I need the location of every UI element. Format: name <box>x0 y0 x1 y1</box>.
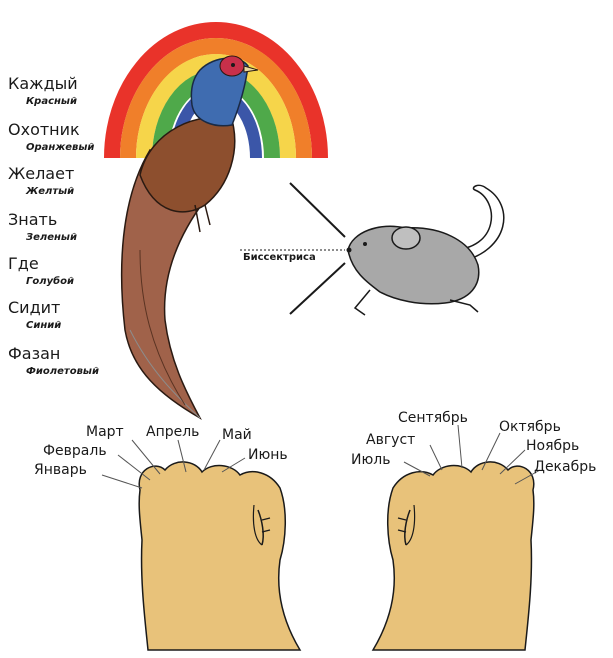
month-november: Ноябрь <box>526 438 579 454</box>
mnemonic-word-5: Где <box>8 254 39 273</box>
mnemonic-color-7: Фиолетовый <box>26 366 99 377</box>
month-august: Август <box>366 432 415 448</box>
month-april: Апрель <box>146 424 199 440</box>
mnemonic-word-2: Охотник <box>8 120 80 139</box>
month-february: Февраль <box>43 443 107 459</box>
mnemonic-color-6: Синий <box>26 320 61 331</box>
mnemonic-color-1: Красный <box>26 96 77 107</box>
month-january: Январь <box>34 462 87 478</box>
mnemonic-color-4: Зеленый <box>26 232 77 243</box>
right-fist <box>373 462 534 650</box>
mnemonic-word-1: Каждый <box>8 74 78 93</box>
mnemonic-word-4: Знать <box>8 210 57 229</box>
month-december: Декабрь <box>534 459 596 475</box>
mnemonic-color-3: Желтый <box>26 186 74 197</box>
mnemonic-color-5: Голубой <box>26 276 74 287</box>
month-october: Октябрь <box>499 419 561 435</box>
mnemonic-word-7: Фазан <box>8 344 60 363</box>
month-september: Сентябрь <box>398 410 468 426</box>
month-march: Март <box>86 424 124 440</box>
month-may: Май <box>222 427 252 443</box>
mnemonic-word-6: Сидит <box>8 298 60 317</box>
month-july: Июль <box>351 452 390 468</box>
bisector-label: Биссектриса <box>243 252 316 263</box>
left-fist <box>139 462 300 650</box>
mnemonic-color-2: Оранжевый <box>26 142 94 153</box>
month-june: Июнь <box>248 447 288 463</box>
mnemonic-word-3: Желает <box>8 164 74 183</box>
mouse <box>240 183 504 315</box>
